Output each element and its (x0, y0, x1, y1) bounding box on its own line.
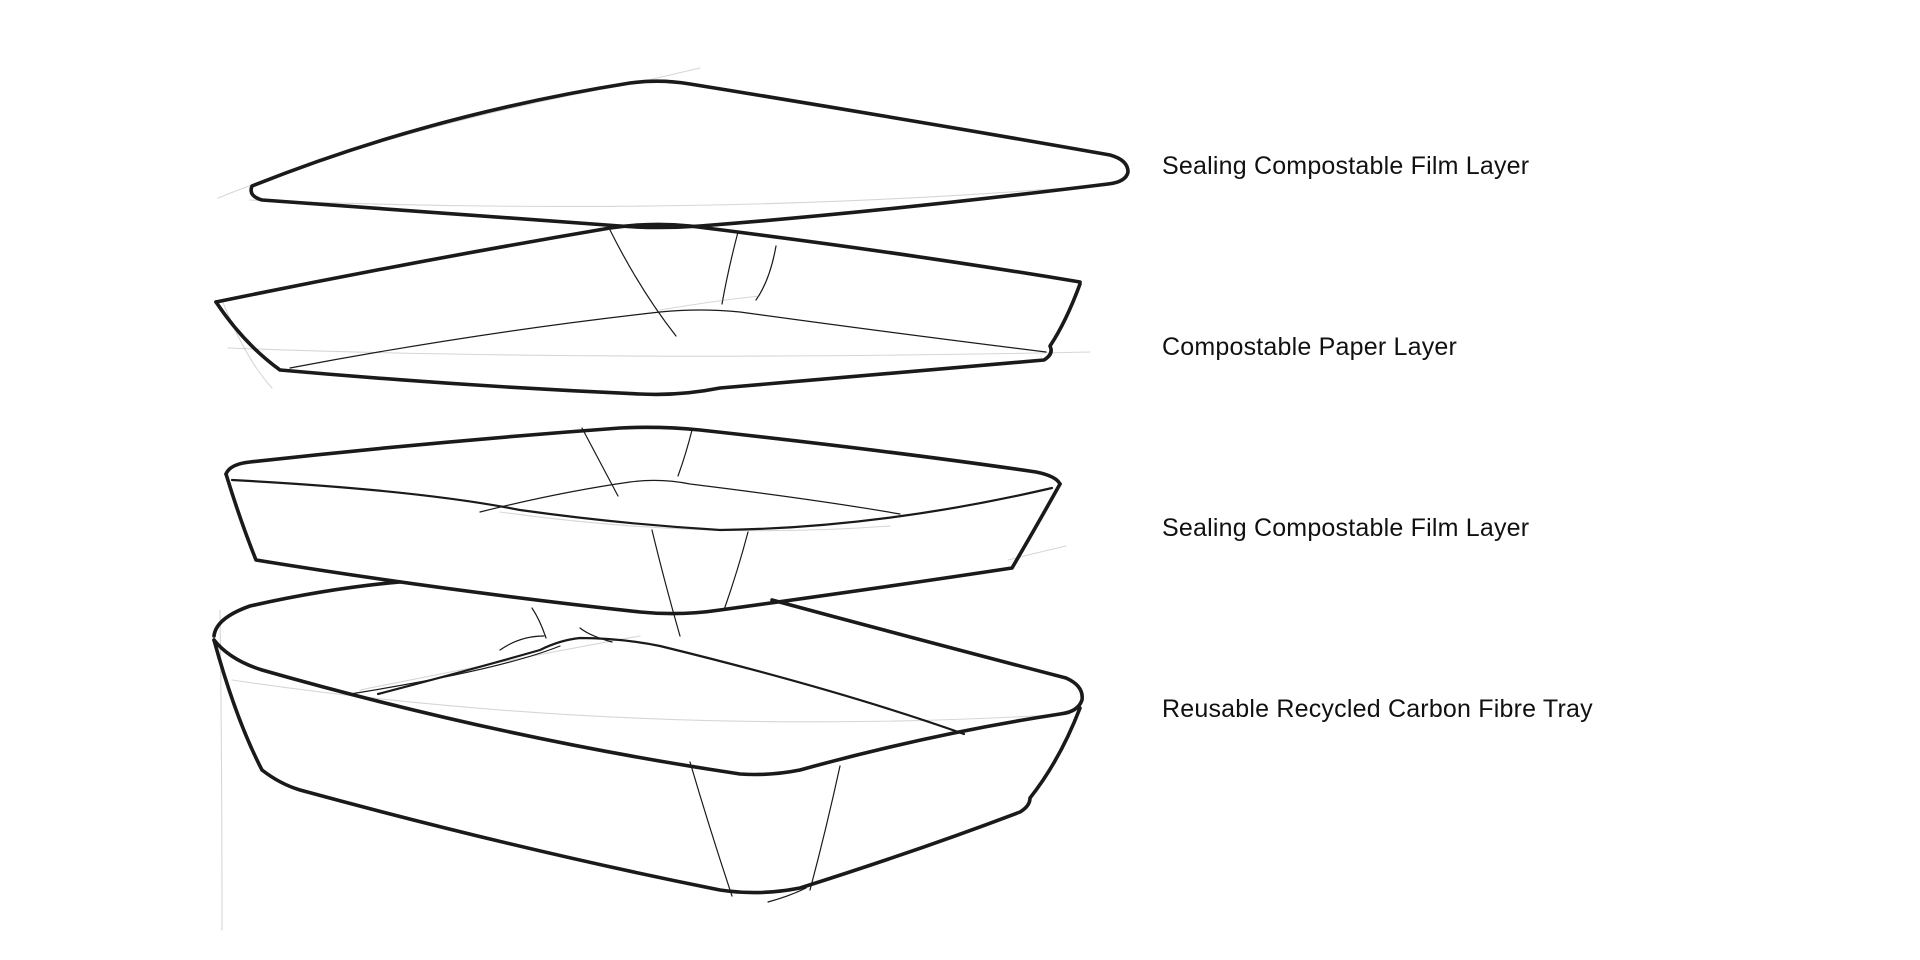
top-film-outline (249, 79, 1130, 230)
tray-fold-line (579, 627, 613, 643)
top-film-construction-line (249, 185, 1091, 208)
tray-fold-line (689, 761, 733, 897)
tray-construction-line (359, 635, 641, 691)
paper-layer-fold-line (609, 229, 677, 337)
middle-film-rim (224, 425, 1062, 486)
paper-layer-construction-line (221, 299, 273, 389)
middle-film-fold-line (677, 429, 693, 477)
paper-layer-fold-line (755, 245, 777, 301)
paper-layer-drawing (214, 222, 1091, 397)
middle-film-fold-line (723, 531, 749, 611)
layer-label-tray: Reusable Recycled Carbon Fibre Tray (1162, 695, 1593, 723)
layer-label-top-film: Sealing Compostable Film Layer (1162, 152, 1530, 180)
tray-layer-drawing (212, 580, 1084, 931)
layer-label-middle-film: Sealing Compostable Film Layer (1162, 514, 1530, 542)
tray-inner-rim (376, 636, 966, 736)
middle-film-construction-line (1007, 545, 1067, 561)
tray-fold-line (499, 635, 545, 651)
middle-film-fold-line (651, 529, 681, 637)
tray-fold-line (767, 887, 807, 903)
middle-film-outer-wall (224, 472, 1062, 616)
middle-film-inner-rim (230, 478, 1054, 532)
tray-outer-wall (212, 638, 1082, 895)
paper-layer-outer-wall (214, 282, 1082, 397)
paper-layer-fold-line (721, 231, 739, 305)
tray-inner-rim-shadow (349, 645, 561, 695)
tray-construction-line (231, 679, 1071, 723)
tray-rim (212, 580, 402, 638)
tray-fold-line (809, 765, 841, 891)
layer-label-paper: Compostable Paper Layer (1162, 333, 1458, 361)
middle-film-inner-base (479, 479, 901, 515)
top-film-layer-drawing (217, 67, 1130, 230)
tray-rim (212, 598, 1084, 777)
middle-film-layer-drawing (224, 425, 1067, 637)
paper-layer-rim (214, 222, 1082, 304)
top-film-construction-line (217, 67, 701, 199)
paper-layer-construction-line (227, 347, 1091, 357)
paper-layer-construction-line (659, 295, 761, 311)
middle-film-fold-line (581, 427, 619, 497)
tray-fold-line (531, 607, 547, 639)
paper-layer-inner-base (289, 309, 1047, 369)
